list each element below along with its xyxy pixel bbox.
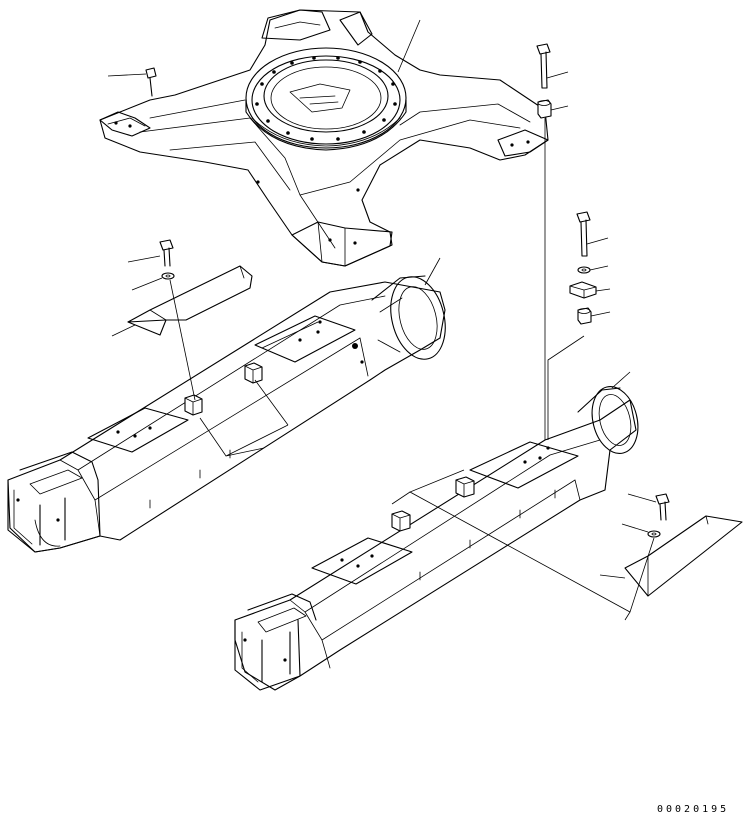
frame-bolt-left (107, 67, 157, 97)
leader-right-blocks (409, 469, 655, 621)
collar-middle (577, 307, 611, 325)
assembly-line-middle (547, 335, 585, 440)
leader-swing-circle (397, 19, 421, 73)
washer-left (131, 272, 175, 291)
guard-left (111, 265, 253, 337)
spacer-top (537, 99, 569, 119)
leader-left-blocks (199, 379, 289, 457)
nut-block (569, 281, 611, 299)
washer-right (621, 523, 661, 538)
bolt-left (127, 239, 174, 267)
leader-left-frame (424, 257, 441, 286)
guard-right (599, 515, 743, 597)
track-frame-left (7, 275, 446, 553)
washer-middle (577, 265, 609, 274)
drawing-number: 00020195 (657, 804, 730, 815)
assembly-line-left (169, 279, 196, 401)
bolt-right (627, 493, 670, 521)
leader-right-block-2 (391, 491, 411, 505)
ring-bolt-holes (255, 56, 397, 141)
center-frame (99, 9, 549, 267)
track-frame-right (234, 386, 639, 691)
bolt-middle (576, 211, 609, 257)
leader-right-frame (611, 371, 631, 389)
long-bolt-top (536, 43, 569, 89)
